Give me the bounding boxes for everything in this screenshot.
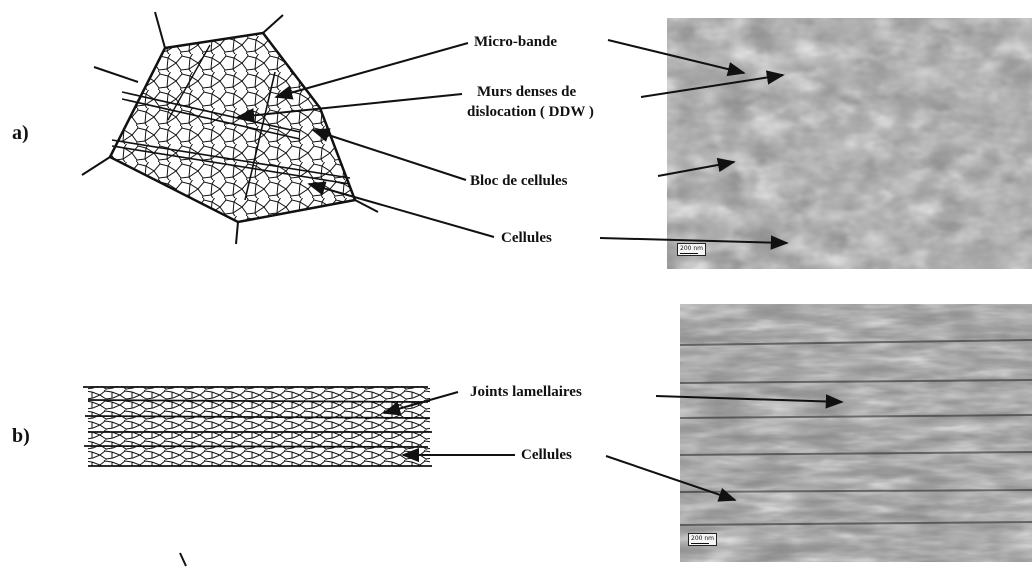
panel-letter-a: a)	[12, 122, 29, 145]
scale-bar-b: 200 nm	[688, 533, 717, 546]
grain-sketch-a	[82, 12, 378, 244]
scale-bar-a-label: 200 nm	[680, 245, 703, 252]
label-bloc-cellules: Bloc de cellules	[470, 172, 568, 190]
label-ddw-line2: dislocation ( DDW )	[467, 103, 594, 121]
label-cellules-b: Cellules	[521, 446, 572, 464]
scale-bar-b-line	[691, 543, 709, 544]
label-micro-bande: Micro-bande	[474, 33, 557, 51]
micrograph-b	[680, 304, 1032, 562]
scale-bar-b-label: 200 nm	[691, 535, 714, 542]
label-joints-lamellaires: Joints lamellaires	[470, 383, 582, 401]
scale-bar-a-line	[680, 253, 698, 254]
micrograph-a	[667, 18, 1032, 269]
label-cellules-a: Cellules	[501, 229, 552, 247]
label-ddw-line1: Murs denses de	[477, 83, 576, 101]
lamellar-sketch-b	[83, 386, 432, 466]
stray-mark	[180, 553, 186, 566]
panel-letter-b: b)	[12, 425, 30, 448]
scale-bar-a: 200 nm	[677, 243, 706, 256]
